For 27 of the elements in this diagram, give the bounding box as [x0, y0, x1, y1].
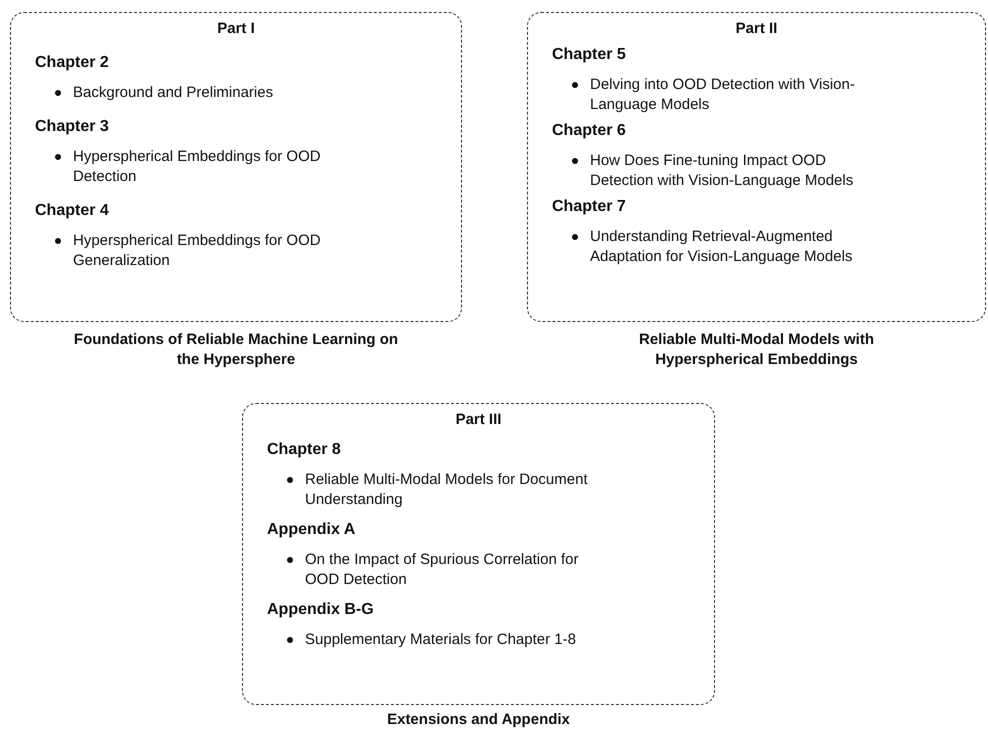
chapter-title: Reliable Multi-Modal Models for Document Understanding	[305, 470, 589, 510]
chapter-heading: Appendix A	[267, 520, 356, 540]
chapter-title: Background and Preliminaries	[73, 83, 274, 103]
chapter-title: How Does Fine-tuning Impact OOD Detection with Vision-Language Models	[590, 151, 854, 191]
chapter-heading: Chapter 4	[35, 201, 110, 221]
chapter-heading: Chapter 8	[267, 440, 342, 460]
chapter-title: Delving into OOD Detection with Vision-Language Models	[590, 75, 856, 115]
chapter-title: Hyperspherical Embeddings for OOD Detection	[73, 147, 322, 187]
chapter-heading: Chapter 3	[35, 117, 110, 137]
part-heading: Part I	[216, 19, 256, 39]
chapter-heading: Chapter 7	[552, 197, 627, 217]
dashed-box	[242, 403, 715, 705]
chapter-heading: Chapter 6	[552, 121, 627, 141]
dashed-box	[527, 12, 986, 322]
chapter-title: Understanding Retrieval-Augmented Adaptation for Vision-Language Models	[590, 227, 854, 267]
part-caption: Reliable Multi-Modal Models with Hyperspherical Embeddings	[638, 330, 875, 370]
chapter-title: Hyperspherical Embeddings for OOD Generalization	[73, 231, 322, 271]
part-caption: Foundations of Reliable Machine Learning on the Hypersphere	[72, 330, 400, 370]
part-caption: Extensions and Appendix	[386, 710, 571, 730]
chapter-heading: Appendix B-G	[267, 600, 375, 620]
part-heading: Part II	[734, 19, 778, 39]
chapter-title: Supplementary Materials for Chapter 1-8	[305, 630, 577, 650]
part-heading: Part III	[454, 410, 502, 430]
dashed-box	[10, 12, 462, 322]
chapter-title: On the Impact of Spurious Correlation for OOD Detection	[305, 550, 580, 590]
chapter-heading: Chapter 5	[552, 45, 627, 65]
chapter-heading: Chapter 2	[35, 53, 110, 73]
